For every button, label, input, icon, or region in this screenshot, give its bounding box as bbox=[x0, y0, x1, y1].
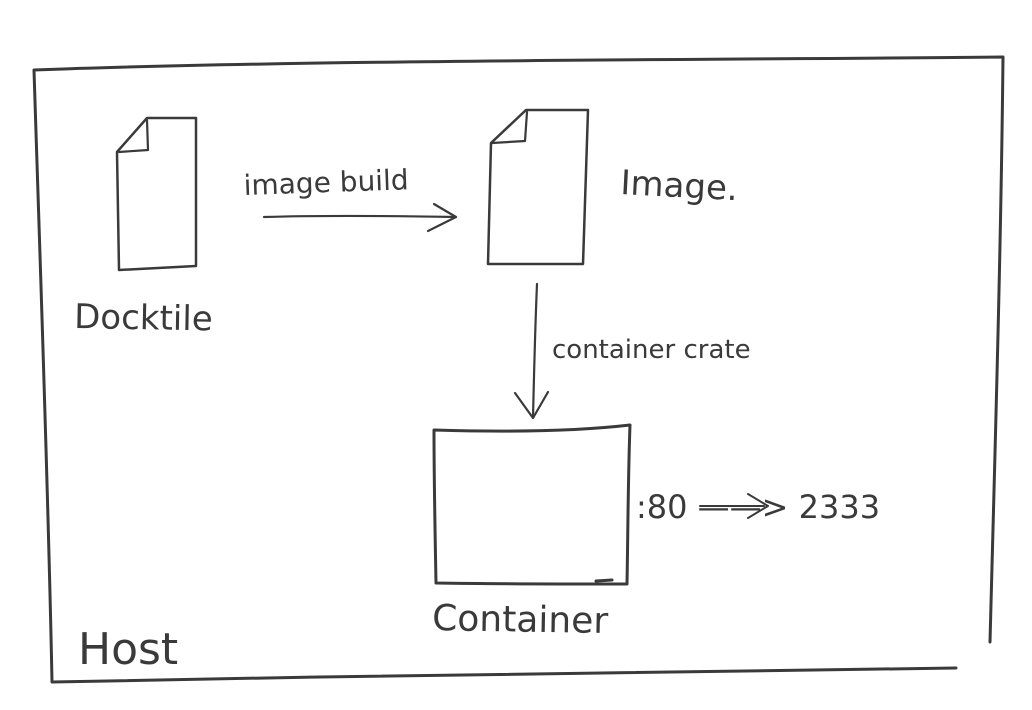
host-label: Host bbox=[78, 624, 178, 675]
host-box bbox=[32, 55, 1005, 684]
port-mapping-arrow bbox=[699, 493, 769, 519]
create-arrow-label: container crate bbox=[552, 335, 751, 365]
port-mapping-label: :80 ——> 2333 bbox=[636, 488, 880, 526]
container-label: Container bbox=[432, 598, 609, 642]
dockerfile-label: Docktile bbox=[74, 297, 213, 339]
container-box bbox=[432, 423, 632, 586]
build-arrow bbox=[262, 202, 458, 233]
dockerfile-icon bbox=[115, 116, 198, 272]
build-arrow-label: image build bbox=[243, 163, 409, 202]
image-label: Image. bbox=[620, 163, 739, 209]
create-arrow bbox=[513, 282, 550, 420]
image-file-icon bbox=[486, 108, 590, 266]
